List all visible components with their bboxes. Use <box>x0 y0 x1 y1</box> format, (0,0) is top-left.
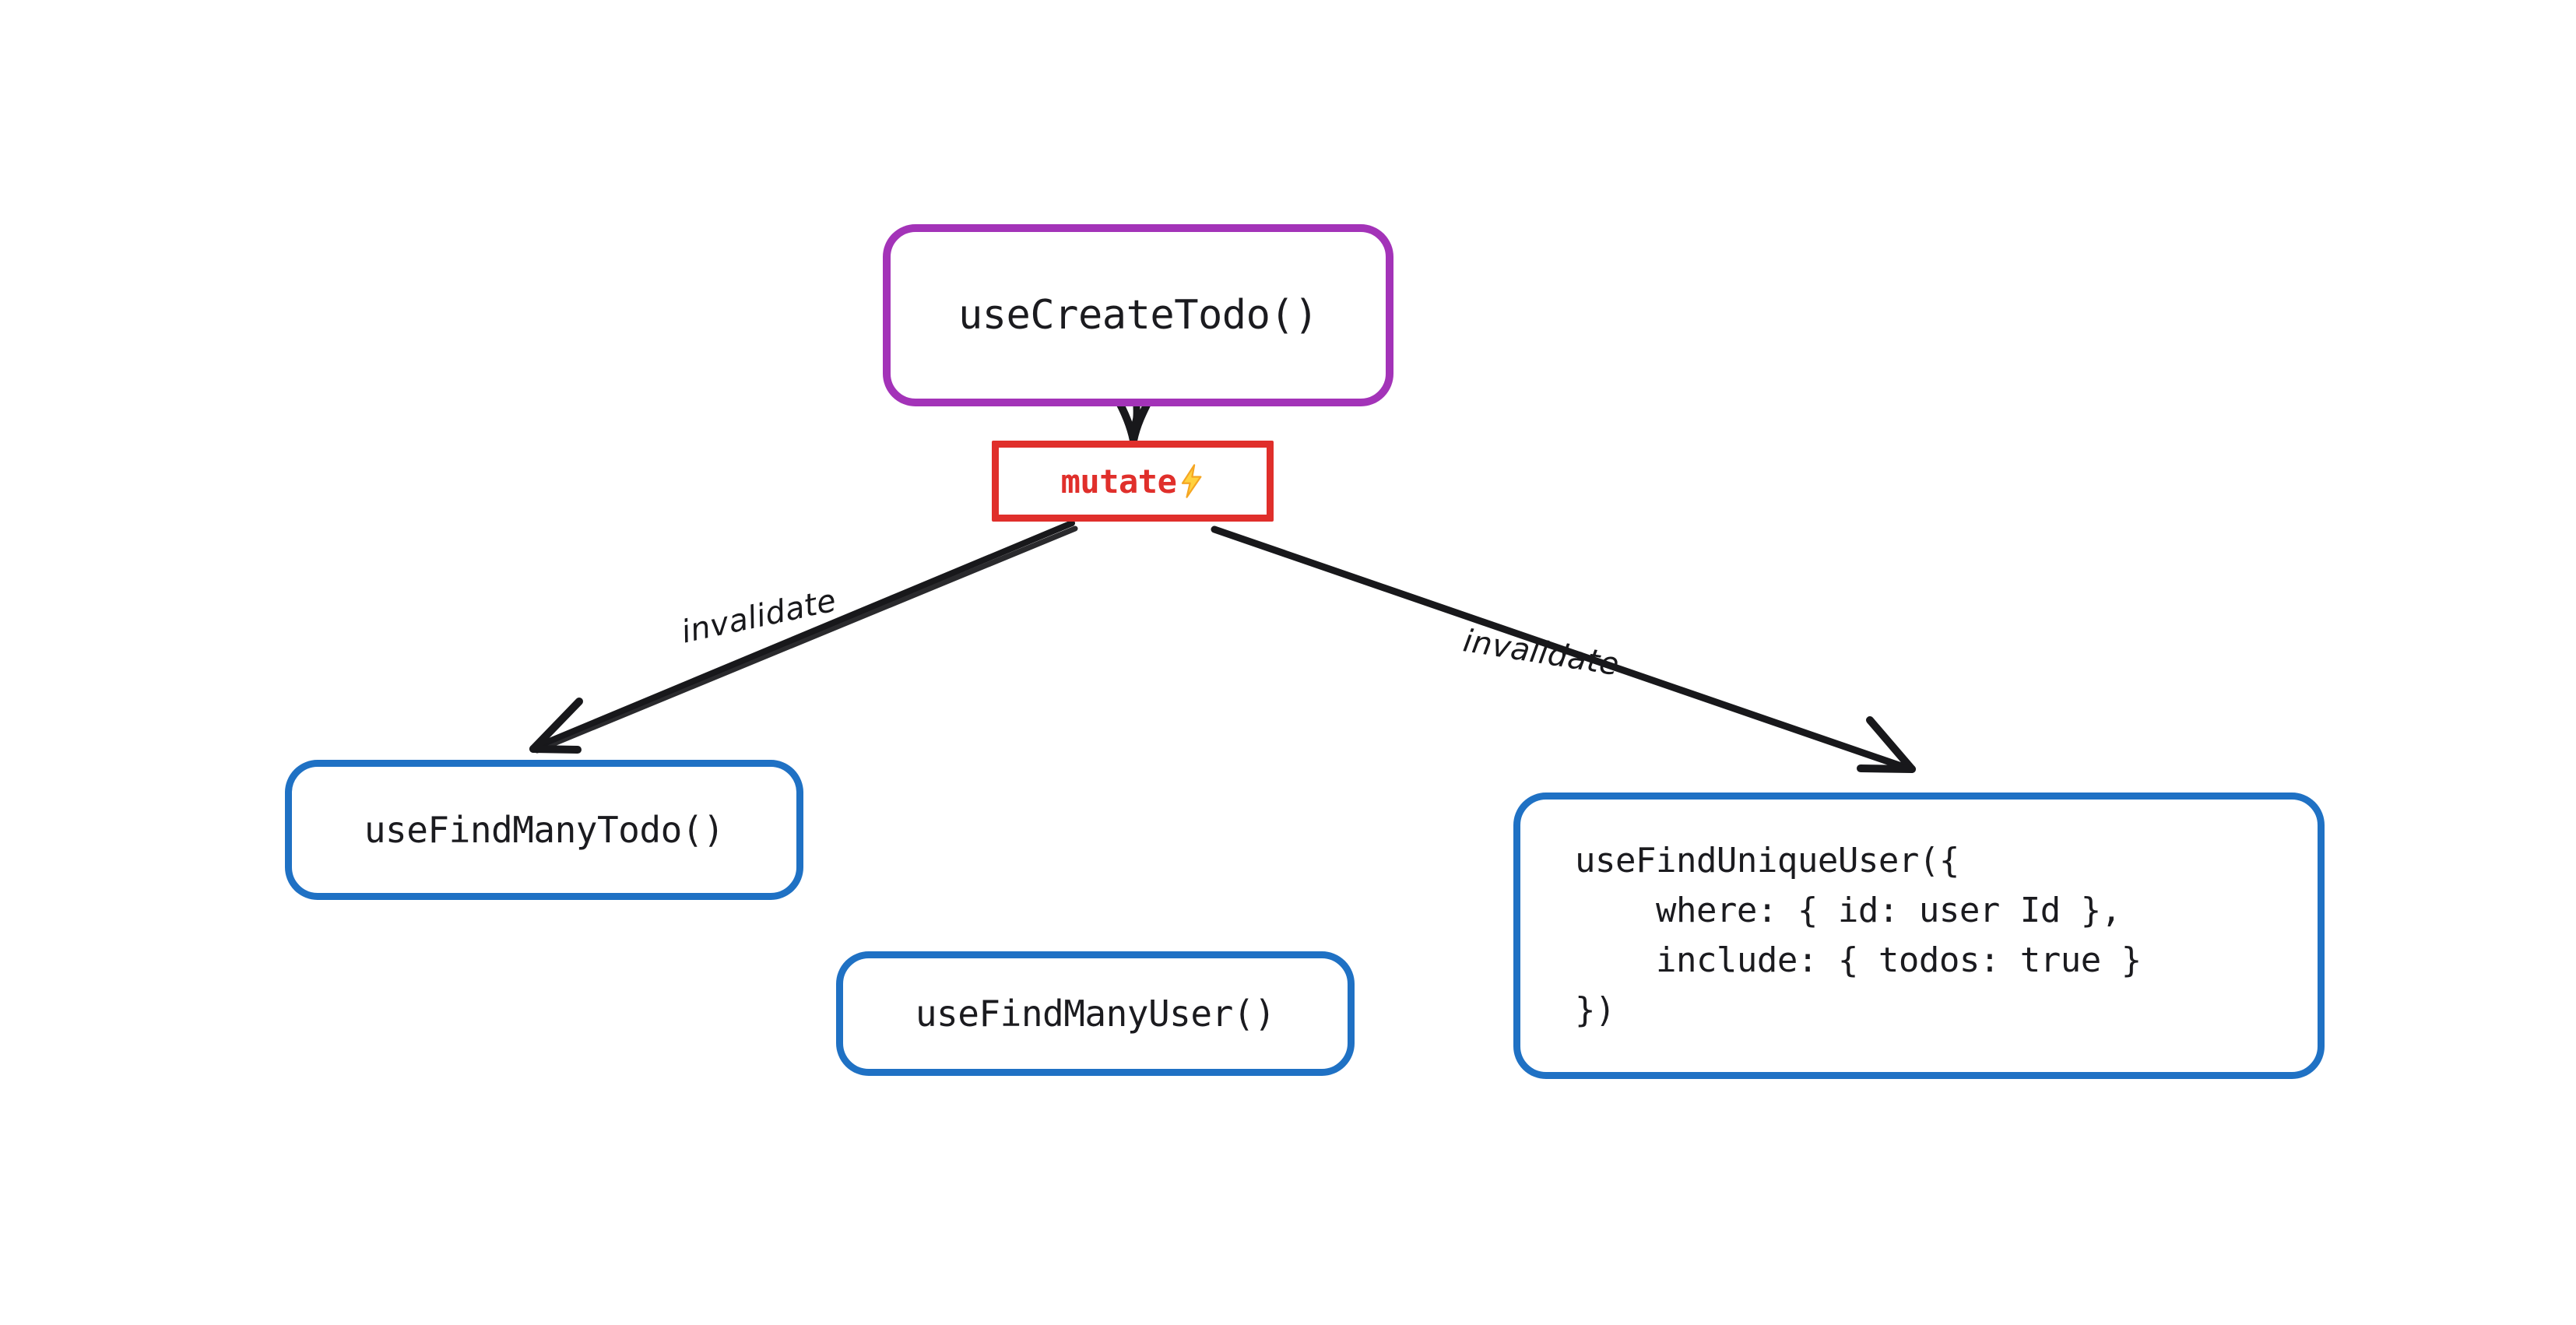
node-label-mutate-wrapper: mutate <box>1061 462 1205 501</box>
node-label-use-find-many-todo: useFindManyTodo() <box>364 809 725 851</box>
node-use-find-many-todo[interactable]: useFindManyTodo() <box>285 760 803 900</box>
edge-label-invalidate-left: invalidate <box>678 582 840 651</box>
node-use-find-unique-user[interactable]: useFindUniqueUser({ where: { id: user Id… <box>1513 793 2325 1079</box>
node-use-create-todo[interactable]: useCreateTodo() <box>883 224 1393 406</box>
node-label-use-create-todo: useCreateTodo() <box>958 292 1319 339</box>
edge-mutate-to-find-many-todo <box>529 520 1078 754</box>
node-mutate[interactable]: mutate <box>992 441 1274 522</box>
edge-label-invalidate-right: invalidate <box>1460 623 1622 684</box>
node-label-use-find-unique-user: useFindUniqueUser({ where: { id: user Id… <box>1575 840 2142 1031</box>
node-use-find-many-user[interactable]: useFindManyUser() <box>836 951 1355 1076</box>
lightning-bolt-icon <box>1178 464 1204 498</box>
node-label-mutate: mutate <box>1060 462 1177 501</box>
node-label-use-find-many-user: useFindManyUser() <box>915 993 1276 1035</box>
